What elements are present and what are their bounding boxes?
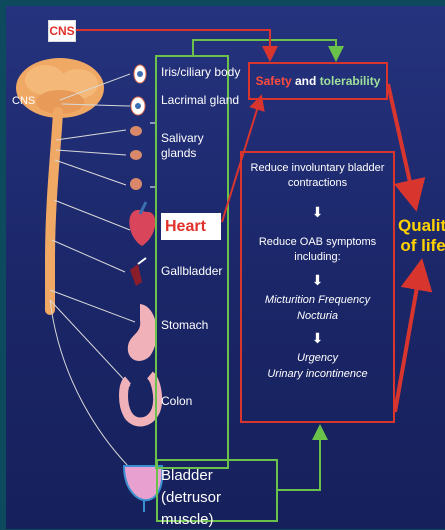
colon-icon (124, 375, 158, 422)
salivary-gland-icon (130, 126, 142, 190)
stomach-icon (128, 304, 157, 361)
reduce-to-quality-arrow (395, 270, 420, 412)
down-arrow-icon: ⬇ (242, 203, 393, 222)
gallbladder-icon (130, 258, 146, 286)
reduce-contractions-text: Reduce involuntary bladder contractions (242, 161, 393, 191)
down-arrow-icon: ⬇ (242, 329, 393, 348)
organ-lacrimal: Lacrimal gland (161, 93, 239, 108)
nocturia-text: Nocturia (242, 309, 393, 324)
micturition-text: Micturition Frequency (242, 293, 393, 308)
incontinence-text: Urinary incontinence (242, 367, 393, 382)
organ-salivary: Salivary glands (161, 131, 221, 161)
and-text: and (295, 74, 316, 88)
reduce-oab-text: Reduce OAB symptoms including: (242, 235, 393, 265)
tolerability-text: tolerability (320, 74, 381, 88)
down-arrow-icon: ⬇ (242, 271, 393, 290)
organ-heart: Heart (161, 213, 221, 240)
spinal-cord (50, 112, 58, 310)
safety-tolerability-box: Safety and tolerability (248, 62, 388, 100)
organ-iris: Iris/ciliary body (161, 65, 240, 80)
lacrimal-gland-icon (131, 97, 145, 115)
organ-stomach: Stomach (161, 318, 208, 333)
heart-icon (129, 202, 155, 246)
reduce-contractions-box: Reduce involuntary bladder contractions … (240, 151, 395, 423)
quality-of-life-text: Quality of life (398, 216, 445, 257)
cns-label: CNS (12, 95, 35, 109)
eye-icon (134, 65, 146, 83)
urgency-text: Urgency (242, 351, 393, 366)
cns-box: CNS (48, 20, 76, 42)
organ-gallbladder: Gallbladder (161, 264, 222, 279)
organ-bladder: Bladder (detrusor muscle) (161, 465, 276, 530)
safety-text: Safety (256, 74, 292, 88)
green-bladder-connector (278, 430, 320, 490)
cns-to-safety-arrow (74, 30, 270, 56)
organ-colon: Colon (161, 394, 192, 409)
green-top-connector (193, 40, 336, 56)
